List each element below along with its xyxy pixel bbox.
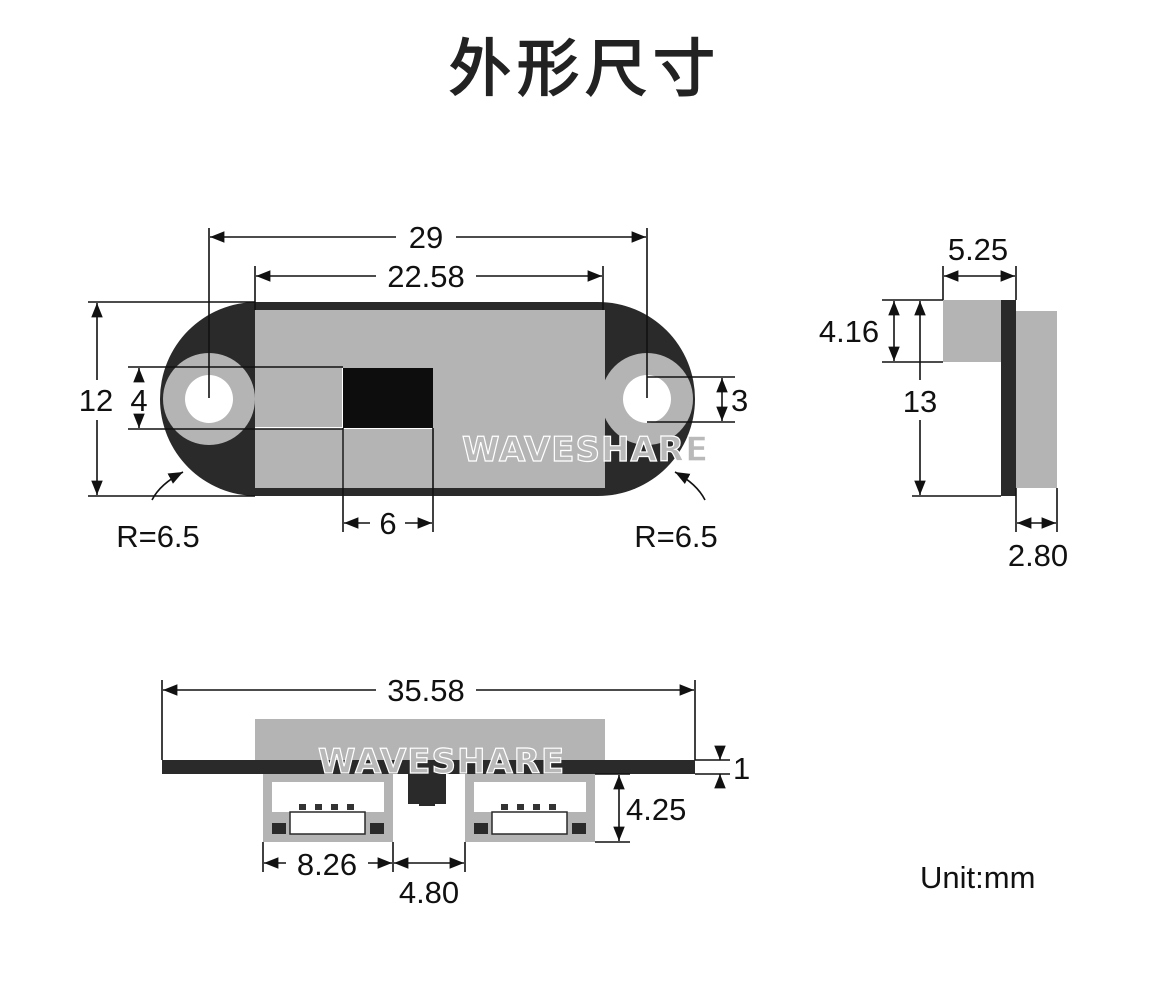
top-hole-spacing-label: 4 xyxy=(130,383,147,418)
top-window-width-label: 6 xyxy=(379,506,396,541)
bottom-view-sensor xyxy=(255,719,605,761)
top-radius-left-label: R=6.5 xyxy=(116,519,200,554)
bottom-view: WAVESHARE xyxy=(161,673,750,910)
bottom-connector-width-label: 8.26 xyxy=(297,847,357,882)
side-view-top-block xyxy=(943,300,1001,362)
bottom-board-thickness-label: 1 xyxy=(733,751,750,786)
side-bottom-width-label: 2.80 xyxy=(1008,538,1068,573)
side-view: 5.25 4.16 13 2.80 xyxy=(819,232,1068,573)
unit-label: Unit:mm xyxy=(920,860,1036,895)
top-height-label: 12 xyxy=(79,383,113,418)
left-mount-hole xyxy=(185,375,233,423)
page-title: 外形尺寸 xyxy=(448,32,721,105)
side-top-height-label: 4.16 xyxy=(819,314,879,349)
side-width-label: 5.25 xyxy=(948,232,1008,267)
right-mount-hole xyxy=(623,375,671,423)
top-view-window xyxy=(343,368,433,428)
top-view: WAVESHARE xyxy=(79,220,748,554)
top-view-watermark: WAVESHARE xyxy=(462,430,709,470)
top-sensor-width-label: 22.58 xyxy=(387,259,465,294)
side-view-board xyxy=(1001,300,1016,496)
bottom-view-board xyxy=(162,760,695,774)
top-overall-width-label: 29 xyxy=(409,220,443,255)
right-connector xyxy=(465,774,595,842)
top-radius-right-label: R=6.5 xyxy=(634,519,718,554)
side-total-height-label: 13 xyxy=(903,384,937,419)
side-view-back-component xyxy=(1016,311,1057,488)
top-hole-diameter-label: 3 xyxy=(731,383,748,418)
bottom-overall-length-label: 35.58 xyxy=(387,673,465,708)
left-connector xyxy=(263,774,393,842)
bottom-connector-height-label: 4.25 xyxy=(626,792,686,827)
bottom-connector-gap-label: 4.80 xyxy=(399,875,459,910)
